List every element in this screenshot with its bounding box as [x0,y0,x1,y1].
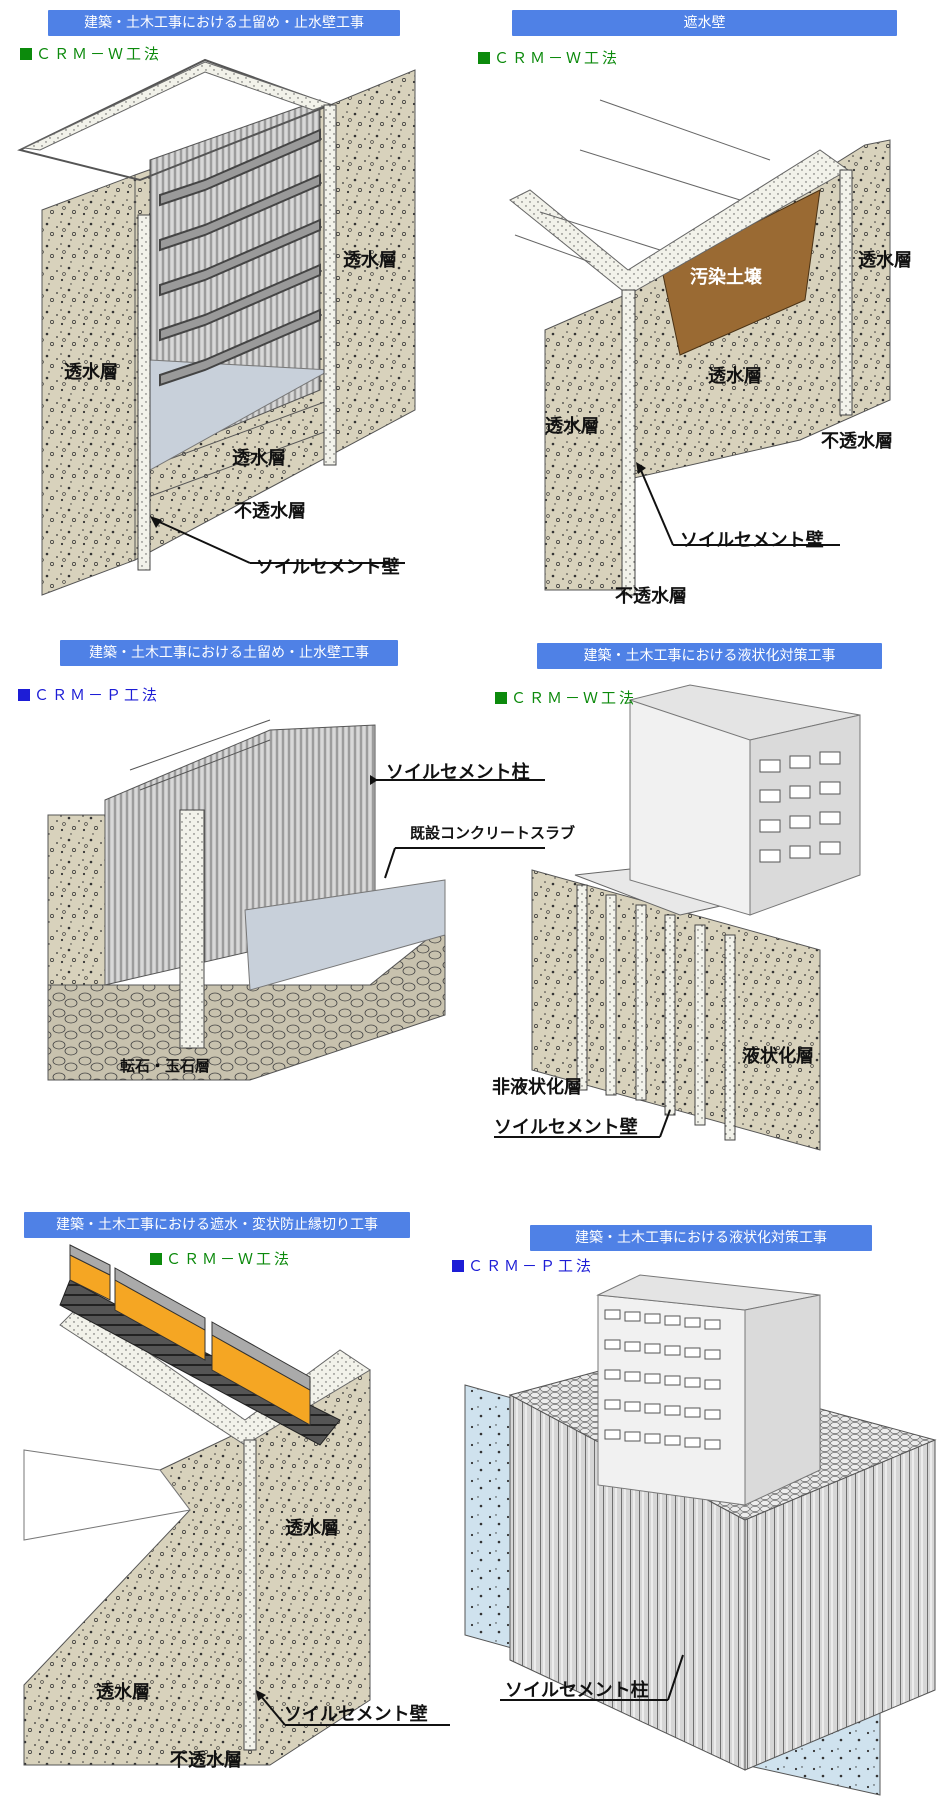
soil-block-left-face [41,174,136,596]
soil-cement-column [179,809,205,1049]
method-label: ＣＲＭ－Ｐ工法 [34,686,161,704]
panel6-illustration [464,1274,937,1796]
panel5-method: ＣＲＭ－Ｗ工法 [150,1248,292,1269]
liquefied-layer-label: 液状化層 [742,1046,814,1067]
soil-cement-wall [635,904,647,1101]
soil-cement-wall-left [137,214,151,571]
arrow-icon [256,1690,266,1701]
square-icon [478,52,490,64]
panel2-illustration [509,99,891,596]
soil-cement-column-label: ソイルセメント柱 [505,1680,649,1701]
panel1-banner: 建築・土木工事における土留め・止水壁工事 [48,10,400,36]
soil-cement-wall [605,894,617,1096]
permeable-layer-label: 透水層 [64,362,118,383]
railway-track [59,1279,341,1446]
square-icon [495,692,507,704]
embankment-slope [23,1449,191,1541]
panel5-banner: 建築・土木工事における遮水・変状防止縁切り工事 [24,1212,410,1238]
method-label: ＣＲＭ－Ｗ工法 [494,49,621,67]
panel2-method: ＣＲＭ－Ｗ工法 [478,47,620,68]
soil-cement-wall-label: ソイルセメント壁 [680,530,824,551]
permeable-layer-label: 透水層 [285,1518,339,1539]
building-windows [604,1309,721,1450]
surface-line [599,99,771,161]
panel1-illustration [17,58,416,596]
arrow-icon [370,775,378,785]
impermeable-layer-label: 不透水層 [615,586,687,607]
surface-line [539,211,661,251]
soil-left [47,814,106,986]
permeable-layer-label: 透水層 [232,448,286,469]
soil-cement-column-label: ソイルセメント柱 [386,762,530,783]
column-pointer-line [667,1654,684,1701]
building-side [744,1294,821,1506]
surface-line [579,149,741,201]
building-windows [759,751,841,863]
panel4-banner: 建築・土木工事における液状化対策工事 [537,643,882,669]
soil-cement-wall [664,914,676,1116]
wall-pointer-line [659,1109,671,1138]
wall-pointer-line [154,519,251,564]
impermeable-layer-label: 不透水層 [170,1750,242,1771]
existing-slab [244,879,446,991]
soil-cement-wall [243,1439,257,1751]
surface-line [514,234,591,263]
surface-line [129,719,271,771]
boulder-layer [47,923,446,1081]
boulder-layer-label: 転石・玉石層 [120,1057,211,1075]
soil-cement-wall-label: ソイルセメント壁 [256,557,400,578]
building-side [749,714,861,916]
slab-pointer-line [384,847,396,879]
permeable-layer-label: 透水層 [96,1682,150,1703]
square-icon [20,48,32,60]
permeable-layer-label: 透水層 [858,250,912,271]
soil-cement-wall-back [839,169,853,416]
contaminated-soil [661,189,821,356]
permeable-layer-label: 透水層 [343,250,397,271]
panel1-method: ＣＲＭ－Ｗ工法 [20,43,162,64]
method-label: ＣＲＭ－Ｐ工法 [468,1257,595,1275]
square-icon [150,1253,162,1265]
soil-left-face [544,294,626,591]
square-icon [452,1260,464,1272]
method-label: ＣＲＭ－Ｗ工法 [36,45,163,63]
soil-block [531,869,821,1151]
impermeable-layer-label: 不透水層 [821,431,893,452]
panel3-illustration [47,719,545,1081]
panel6-banner: 建築・土木工事における液状化対策工事 [530,1225,872,1251]
panel2-banner: 遮水壁 [512,10,897,36]
panel4-method: ＣＲＭ－Ｗ工法 [495,687,637,708]
contaminated-soil-label: 汚染土壌 [690,267,762,288]
column-field-side [744,1439,936,1771]
existing-slab-label: 既設コンクリートスラブ [410,824,576,842]
panel6-method: ＣＲＭ－Ｐ工法 [452,1255,594,1276]
soil-cement-wall-label: ソイルセメント壁 [284,1704,428,1725]
method-label: ＣＲＭ－Ｗ工法 [511,689,638,707]
impermeable-layer-label: 不透水層 [234,501,306,522]
square-icon [18,689,30,701]
surface-line [139,739,271,791]
top-wall-strip [22,61,332,151]
permeable-layer-label: 透水層 [708,366,762,387]
panel5-illustration [23,1244,450,1766]
arrow-icon [636,462,646,474]
soil-cement-wall [621,289,636,596]
permeable-layer-label: 透水層 [545,416,599,437]
non-liquefied-layer-label: 非液状化層 [492,1077,582,1098]
wall-pointer-line [639,467,674,546]
soil-cement-wall-right [323,104,337,466]
soil-cement-wall [576,884,588,1091]
arrow-icon [150,516,162,528]
soil-cement-wall [724,934,736,1141]
soil-cement-wall [694,924,706,1126]
panel4-illustration [494,684,861,1151]
panel3-banner: 建築・土木工事における土留め・止水壁工事 [60,640,398,666]
train [69,1244,311,1426]
soil-cement-wall-label: ソイルセメント壁 [494,1117,638,1138]
wall-pointer-line [259,1694,286,1726]
struts [159,128,321,387]
panel3-method: ＣＲＭ－Ｐ工法 [18,684,160,705]
method-label: ＣＲＭ－Ｗ工法 [166,1250,293,1268]
